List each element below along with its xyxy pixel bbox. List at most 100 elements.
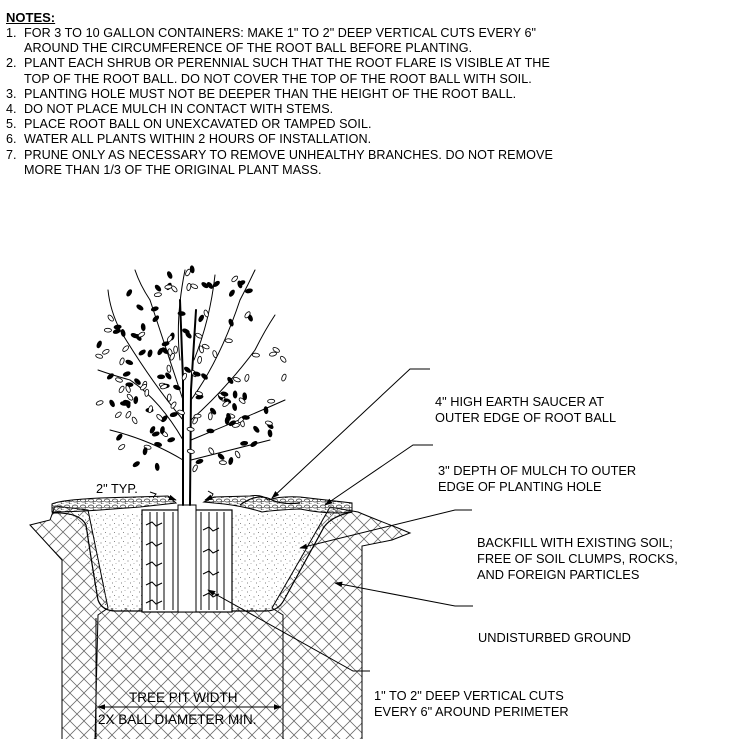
note-line: FOR 3 TO 10 GALLON CONTAINERS: MAKE 1" T… [24, 26, 537, 40]
leaf [267, 429, 273, 438]
leaf [119, 357, 125, 366]
leaf [203, 309, 209, 318]
leaf [218, 460, 227, 465]
mulch-layer [51, 495, 178, 513]
leaf [150, 306, 159, 312]
leaf [184, 366, 191, 373]
notes-title: NOTES: [6, 10, 56, 25]
leaf [149, 426, 156, 434]
leaf [233, 376, 241, 383]
leaf [206, 428, 215, 434]
leaf [195, 332, 203, 339]
backfill-callout: BACKFILL WITH EXISTING SOIL;FREE OF SOIL… [477, 535, 678, 582]
note-number: 4. [6, 102, 17, 117]
ball-diameter-label: 2X BALL DIAMETER MIN. [98, 712, 257, 727]
leaf [122, 371, 131, 377]
pit-width-dimension [95, 618, 284, 739]
note-item: 7. PRUNE ONLY AS NECESSARY TO REMOVE UNHE… [6, 148, 736, 178]
leaf [138, 349, 146, 356]
leaf [107, 314, 114, 322]
leaf [212, 280, 220, 287]
leaf [209, 407, 217, 415]
typ-label: 2" TYP. [96, 481, 138, 496]
leaf [220, 391, 229, 397]
leaf [95, 400, 104, 406]
leaf [195, 391, 203, 397]
leaf [234, 450, 241, 459]
leaf [185, 268, 191, 277]
leaf [166, 364, 172, 373]
leaf [207, 412, 213, 421]
leaf [212, 350, 218, 358]
leaf [161, 341, 170, 347]
leaf [177, 311, 186, 316]
tree-leaves [95, 265, 287, 473]
leaf [165, 372, 172, 380]
leaf [126, 289, 133, 297]
leaf [114, 411, 122, 418]
leaf [154, 462, 160, 471]
leaf [263, 406, 269, 415]
leaf [113, 324, 122, 330]
note-number: 1. [6, 26, 17, 40]
leaf [251, 352, 260, 358]
note-item: 3.PLANTING HOLE MUST NOT BE DEEPER THAN … [6, 87, 736, 102]
leaf [242, 392, 248, 401]
note-line: PLANT EACH SHRUB OR PERENNIAL SUCH THAT … [24, 56, 550, 71]
leaf [137, 331, 146, 338]
leaf [217, 453, 225, 460]
note-item: 1. FOR 3 TO 10 GALLON CONTAINERS: MAKE 1"… [6, 26, 736, 56]
leaf [147, 349, 153, 358]
note-line: DO NOT PLACE MULCH IN CONTACT WITH STEMS… [24, 102, 334, 117]
note-line: PRUNE ONLY AS NECESSARY TO REMOVE UNHEAL… [24, 147, 553, 162]
leaf [120, 329, 126, 337]
leaf [226, 412, 232, 421]
notes-list: 1. FOR 3 TO 10 GALLON CONTAINERS: MAKE 1"… [6, 26, 736, 178]
leaf [140, 383, 147, 391]
leaf [232, 390, 238, 399]
leaf [118, 444, 126, 451]
leaf [166, 271, 173, 279]
leaf [201, 282, 209, 289]
leaf [197, 355, 202, 364]
leaf [280, 355, 287, 363]
leaf [173, 384, 181, 391]
leaf [161, 415, 168, 423]
leaf [208, 447, 215, 455]
leaf [164, 284, 173, 290]
leaf [157, 374, 166, 380]
note-item: 4. DO NOT PLACE MULCH IN CONTACT WITH STE… [6, 102, 736, 117]
leaf [206, 281, 214, 289]
typ-dimension [149, 490, 214, 501]
leaf [160, 426, 165, 435]
leaf [232, 403, 238, 411]
leaf [186, 426, 195, 432]
leaf [264, 420, 273, 426]
leaf [177, 409, 185, 415]
leaf [161, 347, 169, 354]
leaf [190, 283, 199, 289]
leaf [156, 414, 163, 421]
leaf [182, 328, 190, 334]
note-number: 7. [6, 147, 17, 162]
leaf [153, 292, 162, 298]
leaf [244, 288, 253, 294]
leaf [147, 405, 153, 414]
leaf [244, 311, 251, 319]
leaf [272, 347, 280, 353]
leaf [125, 411, 132, 419]
leaf [198, 345, 204, 354]
leaf [267, 398, 276, 404]
leaf [224, 338, 233, 344]
note-number: 6. [6, 132, 17, 147]
leaf [201, 373, 208, 380]
leaf [95, 353, 104, 359]
leaf [281, 373, 287, 382]
leaf [125, 385, 131, 393]
leaf [132, 461, 140, 468]
note-line: PLANTING HOLE MUST NOT BE DEEPER THAN TH… [24, 86, 517, 101]
leaf [154, 284, 162, 292]
